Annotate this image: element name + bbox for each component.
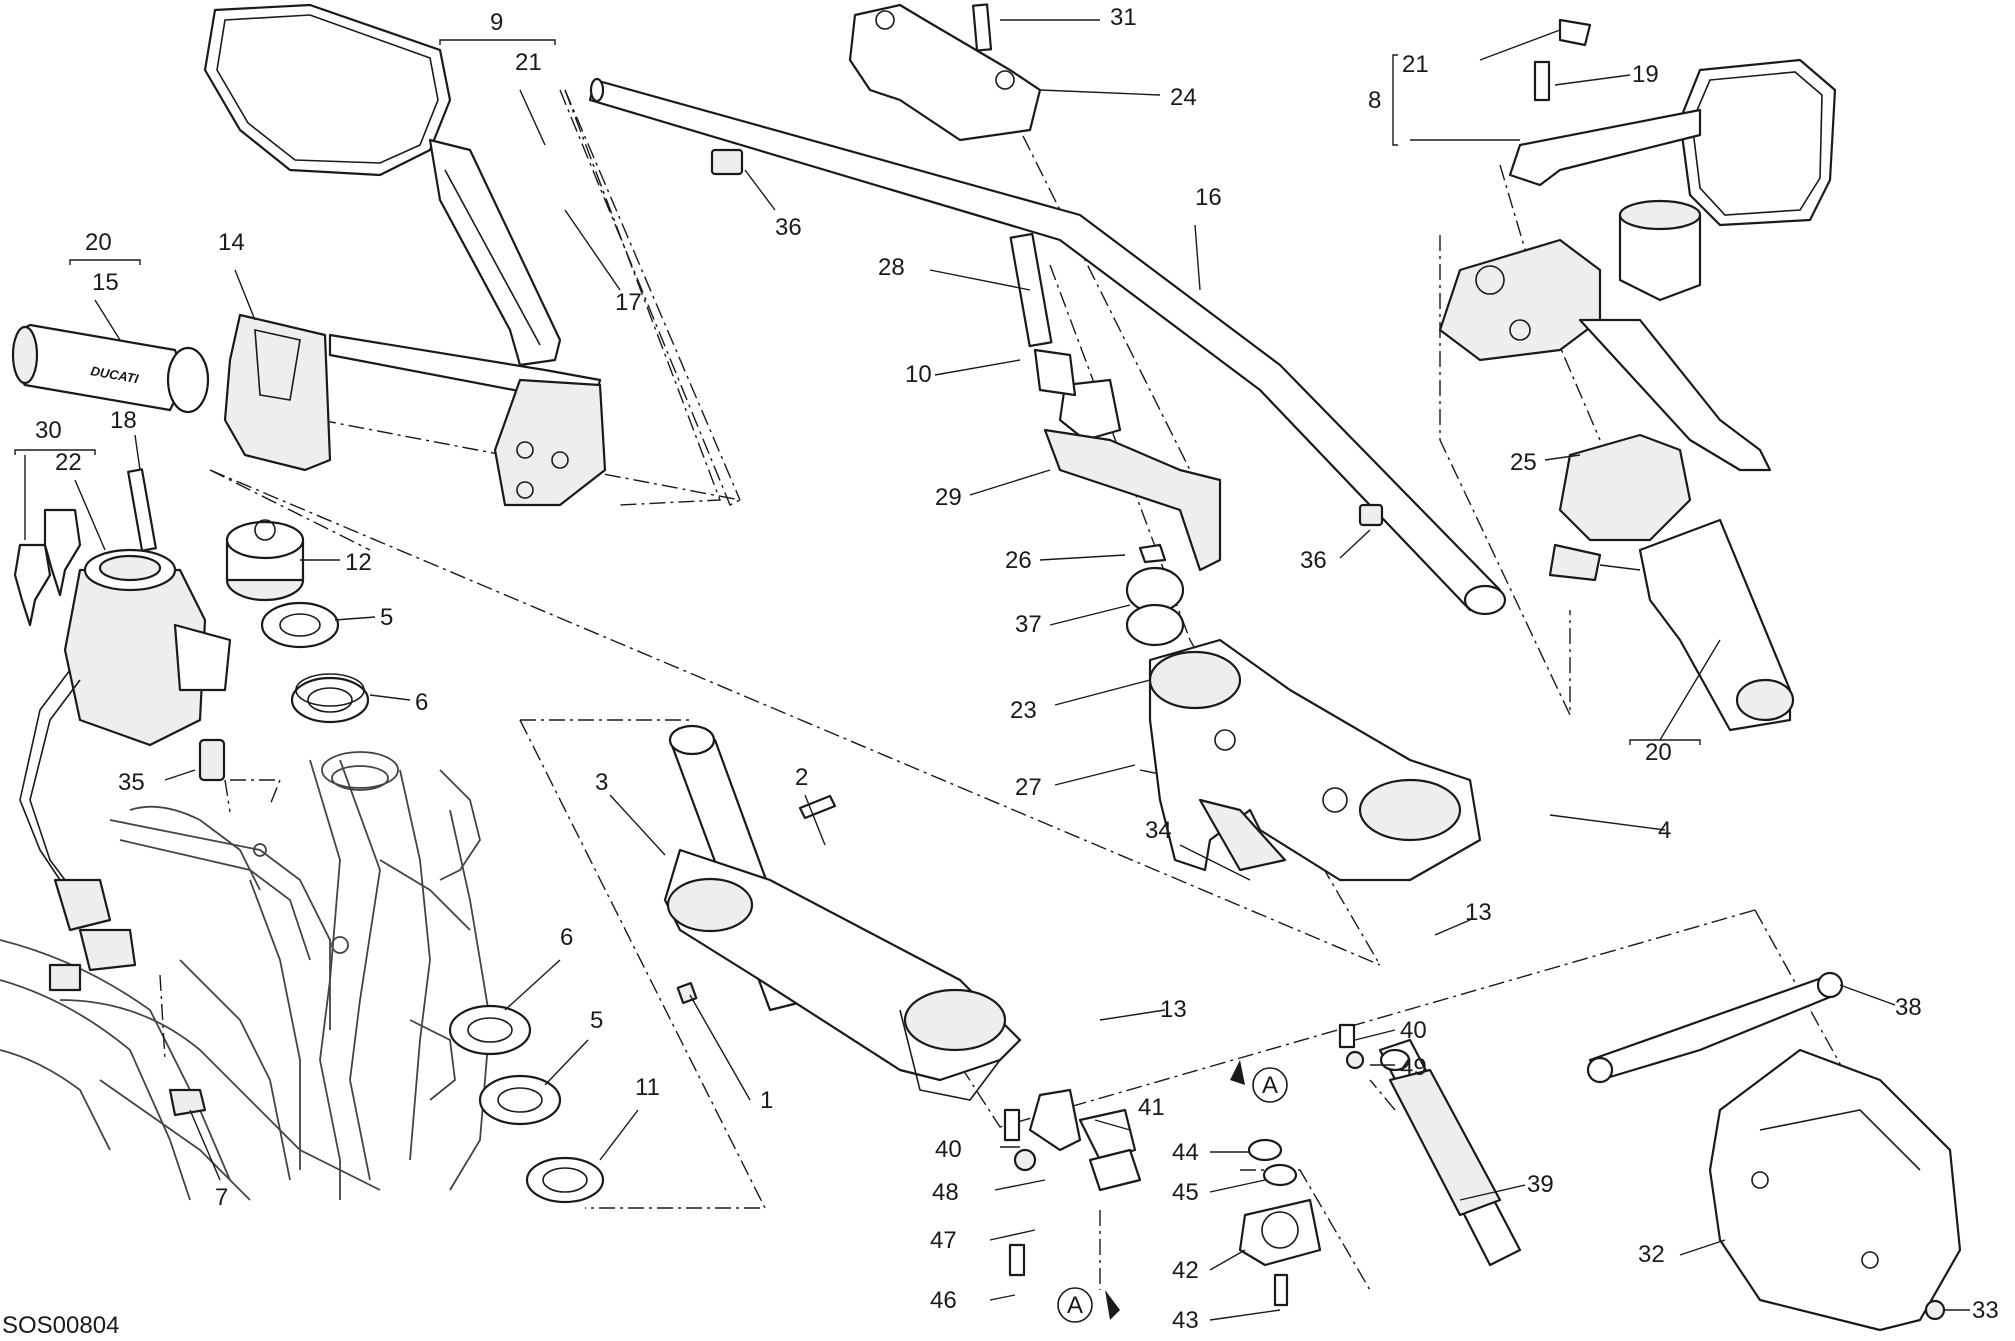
callout-19: 19	[1632, 61, 1659, 88]
callout-labels: 9 21 17 20 15 14 30 22 18 12 5 6 35 7 36…	[35, 4, 1999, 1334]
callout-11: 11	[635, 1074, 660, 1101]
left-switch-housing	[223, 313, 332, 472]
keys	[13, 508, 82, 627]
small-fasteners-left	[127, 468, 226, 1117]
leader-lines	[14, 19, 1970, 1321]
callout-36: 36	[775, 214, 802, 241]
callout-25: 25	[1510, 449, 1537, 476]
callout-10: 10	[905, 361, 932, 388]
handlebar	[588, 77, 1507, 616]
drawing-code: SOS00804	[2, 1312, 119, 1339]
damper-bracket-left	[1003, 1088, 1142, 1277]
callout-8: 8	[1368, 87, 1381, 114]
callout-46: 46	[930, 1287, 957, 1314]
callout-20: 20	[85, 229, 112, 256]
callout-48: 48	[932, 1179, 959, 1206]
throttle-grip	[1548, 433, 1795, 732]
ignition-switch	[19, 548, 232, 992]
callout-26: 26	[1005, 547, 1032, 574]
callout-45: 45	[1172, 1179, 1199, 1206]
callout-14: 14	[218, 229, 245, 256]
bearing-stack-lower	[448, 1004, 605, 1204]
left-mirror	[203, 3, 562, 367]
callout-24: 24	[1170, 84, 1197, 111]
callout-6: 6	[560, 924, 573, 951]
callout-37: 37	[1015, 611, 1042, 638]
view-marker-a-top: A	[1230, 1060, 1288, 1103]
view-marker-a-bottom: A	[1057, 1287, 1120, 1323]
callout-1: 1	[760, 1087, 773, 1114]
callout-32: 32	[1638, 1241, 1665, 1268]
brake-master-cylinder	[1438, 199, 1772, 472]
callout-20: 20	[1645, 739, 1672, 766]
callout-40: 40	[935, 1136, 962, 1163]
callout-29: 29	[935, 484, 962, 511]
callout-13: 13	[1160, 996, 1187, 1023]
callout-39: 39	[1527, 1171, 1554, 1198]
callout-2: 2	[795, 764, 808, 791]
callout-9: 9	[490, 9, 503, 36]
callout-27: 27	[1015, 774, 1042, 801]
callout-12: 12	[345, 549, 372, 576]
callout-33: 33	[1972, 1297, 1999, 1324]
callout-36: 36	[1300, 547, 1327, 574]
callout-47: 47	[930, 1227, 957, 1254]
callout-5: 5	[590, 1007, 603, 1034]
damper-link-arm	[1586, 971, 1844, 1084]
view-marker-label: A	[1262, 1072, 1278, 1099]
callout-35: 35	[118, 769, 145, 796]
left-grip: DUCATI	[11, 323, 210, 414]
callout-4: 4	[1658, 817, 1671, 844]
callout-18: 18	[110, 407, 137, 434]
callout-22: 22	[55, 449, 82, 476]
callout-13: 13	[1465, 899, 1492, 926]
splash-guard	[1708, 1048, 1962, 1332]
callout-16: 16	[1195, 184, 1222, 211]
handlebar-top-clamp	[848, 3, 1042, 142]
callout-40: 40	[1400, 1017, 1427, 1044]
callout-7: 7	[215, 1184, 228, 1211]
callout-17: 17	[615, 289, 642, 316]
callout-49: 49	[1400, 1054, 1427, 1081]
callout-28: 28	[878, 254, 905, 281]
lower-yoke	[663, 724, 1022, 1101]
callout-41: 41	[1138, 1094, 1165, 1121]
view-marker-label: A	[1067, 1292, 1083, 1319]
callout-31: 31	[1110, 4, 1137, 31]
upper-triple-clamp	[1148, 638, 1482, 882]
cable-clips	[710, 148, 1384, 527]
clutch-lever	[328, 333, 607, 507]
callout-38: 38	[1895, 994, 1922, 1021]
handlebar-risers	[1009, 232, 1222, 647]
bearing-stack-upper	[225, 519, 370, 724]
callout-34: 34	[1145, 817, 1172, 844]
steering-damper	[1338, 1023, 1522, 1267]
damper-clamp	[1238, 1138, 1322, 1307]
callout-23: 23	[1010, 697, 1037, 724]
callout-21: 21	[515, 49, 542, 76]
callout-42: 42	[1172, 1257, 1199, 1284]
callout-15: 15	[92, 269, 119, 296]
callout-30: 30	[35, 417, 62, 444]
frame-drawing	[0, 751, 491, 1201]
callout-44: 44	[1172, 1139, 1199, 1166]
callout-5: 5	[380, 604, 393, 631]
right-mirror	[1508, 18, 1837, 227]
callout-43: 43	[1172, 1307, 1199, 1334]
callout-3: 3	[595, 769, 608, 796]
callout-6: 6	[415, 689, 428, 716]
callout-21: 21	[1402, 51, 1429, 78]
